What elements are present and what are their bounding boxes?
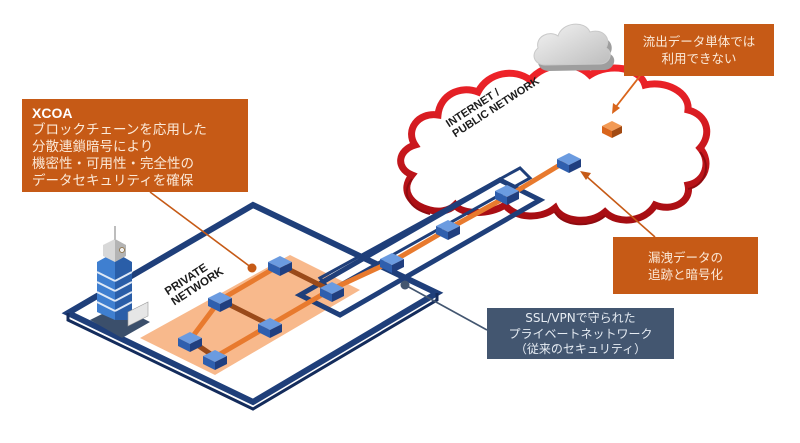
vpn-callout-line: SSL/VPNで守られた — [525, 311, 636, 325]
xcoa-callout-line: ブロックチェーンを応用した — [32, 122, 207, 138]
vpn-callout-line: （従来のセキュリティ） — [514, 342, 647, 356]
trace-callout-line: 追跡と暗号化 — [647, 267, 723, 282]
xcoa-callout-line: データセキュリティを確保 — [32, 173, 194, 189]
trace-callout-line: 漏洩データの — [647, 250, 723, 265]
xcoa-callout: XCOA ブロックチェーンを応用した 分散連鎖暗号により 機密性・可用性・完全性… — [22, 99, 248, 192]
leaked-data-callout-line: 流出データ単体では — [642, 34, 756, 49]
leader-lines — [149, 75, 656, 331]
vpn-callout: SSL/VPNで守られた プライベートネットワーク （従来のセキュリティ） — [487, 308, 674, 359]
leaked-data-callout-line: 利用できない — [661, 51, 737, 66]
leaked-data-block-icon — [602, 121, 622, 138]
trace-encrypt-callout: 漏洩データの 追跡と暗号化 — [613, 237, 758, 294]
leaked-data-callout: 流出データ単体では 利用できない — [624, 24, 774, 76]
internet-cloud-boundary — [397, 61, 711, 226]
xcoa-callout-line: 機密性・可用性・完全性の — [32, 156, 194, 172]
cloud-icon — [533, 23, 615, 71]
blockchain-node-icon — [557, 153, 581, 173]
xcoa-callout-title: XCOA — [32, 105, 73, 121]
vpn-callout-line: プライベートネットワーク — [508, 326, 653, 341]
office-building-icon — [90, 226, 150, 338]
xcoa-callout-line: 分散連鎖暗号により — [32, 139, 154, 155]
